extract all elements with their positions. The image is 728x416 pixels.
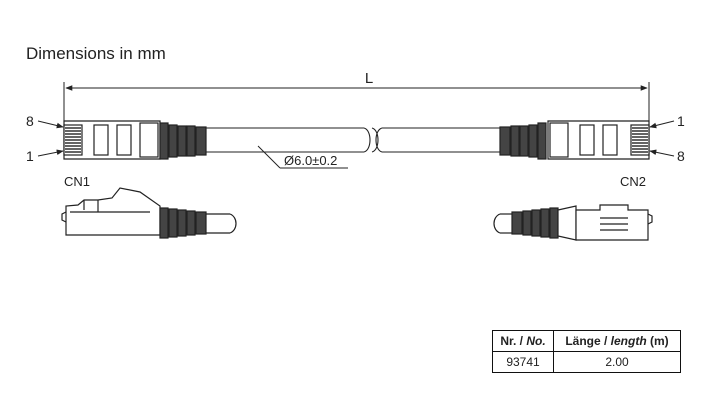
part-table: Nr. / No. Länge / length (m) 93741 2.00	[492, 330, 681, 373]
part-number-header: Nr. / No.	[492, 330, 554, 352]
cn1-pin-top-label: 8	[26, 113, 34, 129]
cn2-pin-bottom-label: 8	[677, 148, 685, 164]
cn1-label: CN1	[64, 174, 90, 189]
cn2-top-view	[499, 120, 650, 160]
cn2-label: CN2	[620, 174, 646, 189]
length-header: Länge / length (m)	[553, 330, 681, 352]
part-table-header: Nr. / No. Länge / length (m)	[492, 330, 681, 352]
cn2-side-view	[493, 204, 653, 241]
drawing-title: Dimensions in mm	[26, 44, 166, 63]
cn2-pin-top-label: 1	[677, 113, 685, 129]
table-row: 93741 2.00	[492, 351, 681, 373]
length-dimension	[63, 82, 650, 122]
diameter-callout	[257, 145, 348, 169]
length-label: L	[365, 70, 373, 87]
length-cell: 2.00	[553, 351, 681, 373]
cn1-top-view	[63, 120, 207, 160]
diameter-label: Ø6.0±0.2	[284, 153, 337, 168]
cn1-side-view	[61, 187, 237, 239]
pin-leaders	[37, 120, 675, 157]
cable-top-view	[206, 127, 500, 153]
cn1-pin-bottom-label: 1	[26, 148, 34, 164]
part-number-cell: 93741	[492, 351, 554, 373]
